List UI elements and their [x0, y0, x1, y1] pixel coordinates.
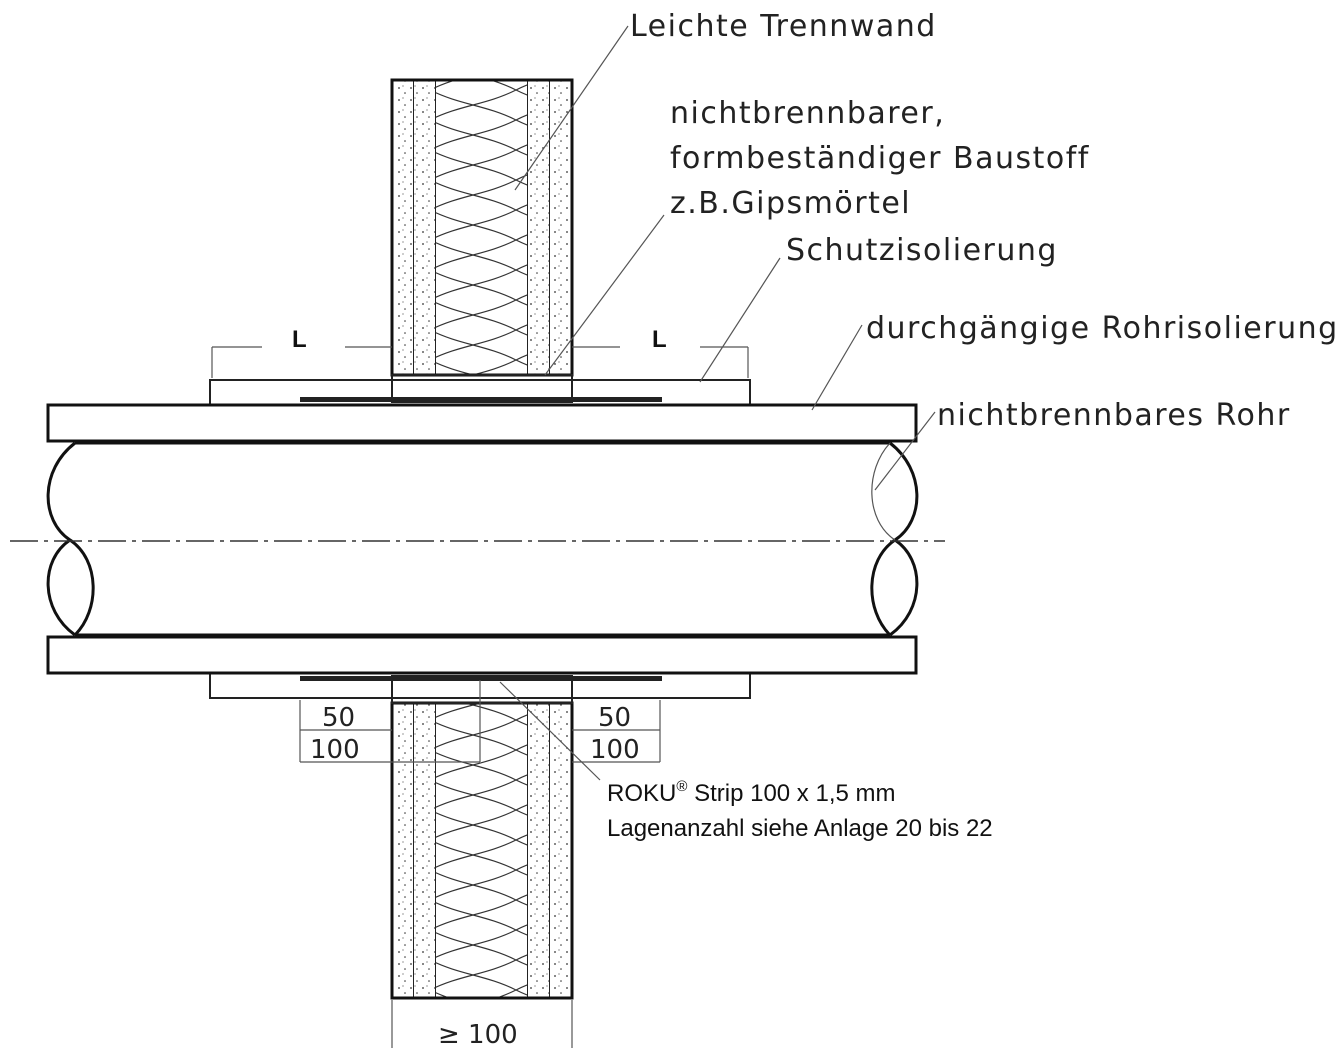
wall-lower [390, 701, 574, 1000]
label-wall: Leichte Trennwand [630, 9, 937, 44]
label-protective-insulation: Schutzisolierung [786, 233, 1058, 268]
dimension-strip-right: 50 100 [572, 700, 661, 765]
leader-lines [499, 25, 936, 781]
continuous-insulation-lower [46, 635, 918, 675]
dimension-wall-thickness: ≥ 100 [391, 1000, 573, 1048]
svg-text:≥ 100: ≥ 100 [438, 1020, 518, 1048]
label-filler-2: formbeständiger Baustoff [670, 141, 1090, 176]
pipe [46, 441, 919, 637]
svg-text:50: 50 [322, 703, 355, 733]
continuous-insulation-upper [46, 403, 918, 443]
filler-upper [391, 374, 573, 403]
label-continuous-insulation: durchgängige Rohrisolierung [866, 311, 1339, 346]
dimension-strip-left: 50 100 [299, 680, 481, 765]
svg-text:50: 50 [598, 703, 631, 733]
dimension-l-left: L [211, 326, 392, 378]
svg-text:L: L [292, 326, 307, 353]
label-roku-line1: ROKU® Strip 100 x 1,5 mm [607, 778, 895, 807]
roku-strip-lower [300, 676, 662, 681]
wall-upper [390, 78, 574, 377]
roku-strip-upper [300, 397, 662, 402]
svg-text:100: 100 [590, 735, 640, 765]
label-pipe: nichtbrennbares Rohr [937, 398, 1291, 433]
svg-text:L: L [652, 326, 667, 353]
svg-text:100: 100 [310, 735, 360, 765]
label-roku-line2: Lagenanzahl siehe Anlage 20 bis 22 [607, 815, 993, 842]
label-filler-3: z.B.Gipsmörtel [670, 186, 911, 221]
label-filler-1: nichtbrennbarer, [670, 96, 945, 131]
filler-lower [391, 675, 573, 704]
dimension-l-right: L [572, 326, 749, 378]
